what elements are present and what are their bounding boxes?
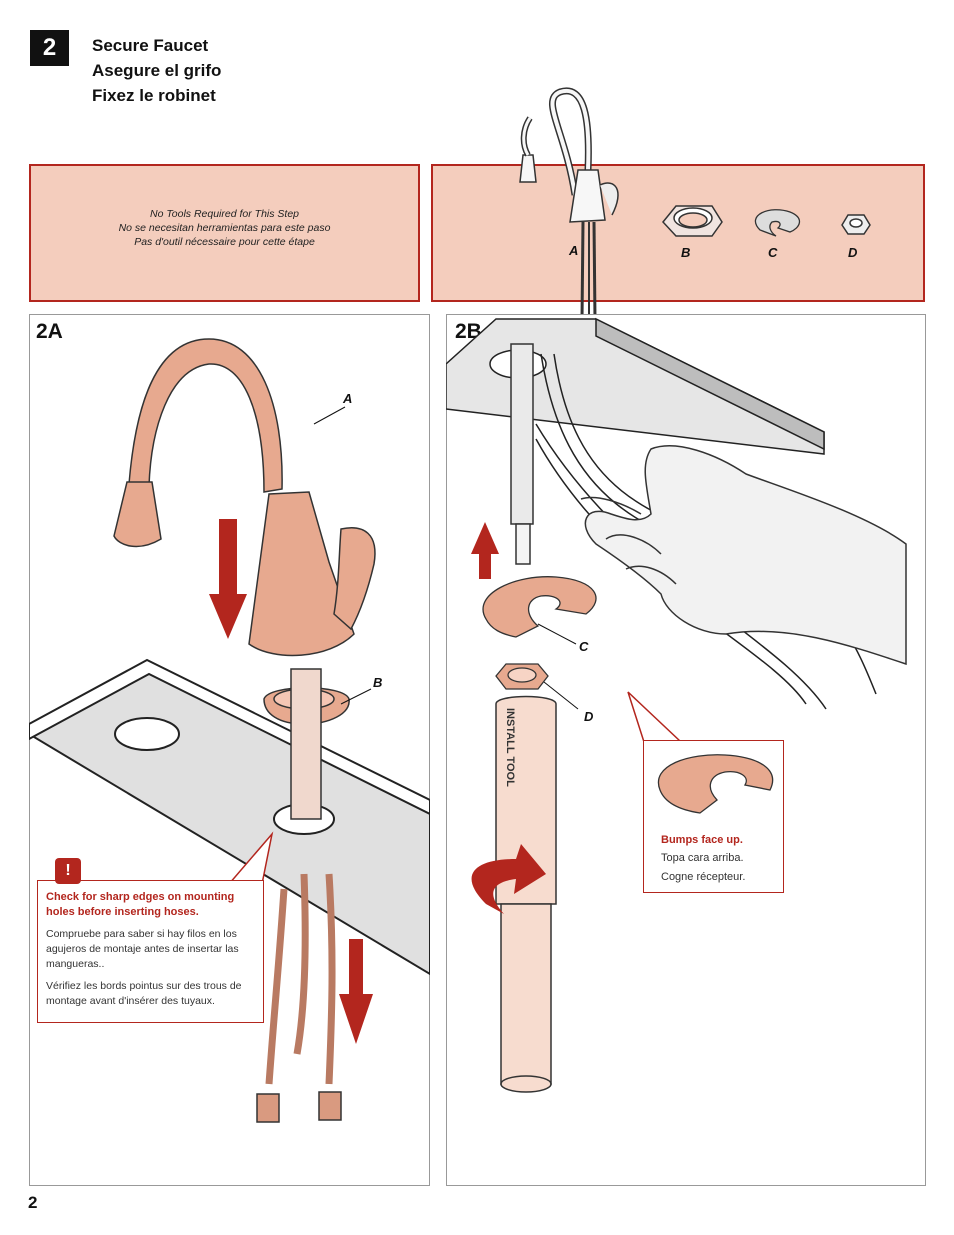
callout-line-b bbox=[340, 688, 372, 705]
warning-french: Vérifiez les bords pointus sur des trous… bbox=[46, 980, 242, 1007]
part-label-a: A bbox=[569, 243, 579, 258]
bracket-part-icon bbox=[754, 209, 801, 237]
panel-2b-illustration bbox=[446, 317, 907, 1093]
callout-line-d bbox=[543, 681, 579, 710]
bracket-graphic bbox=[482, 576, 597, 638]
bumps-bracket-illustration bbox=[657, 754, 774, 814]
faucet-part-icon bbox=[519, 87, 619, 321]
rotate-arrow-icon bbox=[471, 844, 546, 914]
tools-required-box: No Tools Required for This Step No se ne… bbox=[29, 164, 420, 302]
bump-pointer bbox=[627, 691, 683, 743]
faucet-graphic bbox=[113, 338, 376, 1123]
warning-icon: ! bbox=[55, 858, 81, 884]
down-arrow-icon bbox=[209, 519, 247, 639]
bumps-french: Cogne récepteur. bbox=[661, 871, 746, 883]
page-number: 2 bbox=[28, 1193, 38, 1212]
bumps-title: Bumps face up. bbox=[661, 834, 743, 846]
title-english: Secure Faucet bbox=[92, 36, 209, 55]
tools-note-english: No Tools Required for This Step bbox=[149, 208, 300, 220]
mounting-hole-left bbox=[114, 717, 180, 751]
threaded-shank-graphic bbox=[510, 343, 534, 565]
warning-box bbox=[37, 880, 264, 1023]
tools-note-french: Pas d'outil nécessaire pour cette étape bbox=[134, 236, 315, 248]
panel-2a-illustration bbox=[29, 338, 430, 1123]
bumps-spanish: Topa cara arriba. bbox=[661, 852, 744, 864]
warning-title: Check for sharp edges on mounting holes … bbox=[46, 891, 235, 918]
step-number-badge: 2 bbox=[30, 30, 69, 66]
title-spanish: Asegure el grifo bbox=[92, 61, 222, 80]
panel-2a-callout-b: B bbox=[373, 675, 383, 690]
tools-note-spanish: No se necesitan herramientas para este p… bbox=[118, 222, 331, 234]
panel-2b-callout-d: D bbox=[584, 709, 594, 724]
panel-2a-label: 2A bbox=[36, 320, 63, 343]
hand-graphic bbox=[580, 445, 907, 666]
part-label-c: C bbox=[768, 245, 778, 260]
nut-graphic bbox=[495, 663, 549, 690]
title-french: Fixez le robinet bbox=[92, 86, 216, 105]
panel-2a-callout-a: A bbox=[343, 391, 353, 406]
parts-illustration bbox=[519, 87, 871, 321]
down-arrow-icon bbox=[339, 939, 373, 1044]
nut-part-icon bbox=[841, 214, 871, 235]
panel-2b-callout-c: C bbox=[579, 639, 589, 654]
up-arrow-icon bbox=[471, 522, 499, 579]
callout-line-a bbox=[313, 406, 346, 425]
part-label-b: B bbox=[681, 245, 691, 260]
mounting-ring-part-icon bbox=[662, 205, 723, 237]
warning-spanish: Compruebe para saber si hay filos en los… bbox=[46, 928, 239, 970]
install-tool-graphic bbox=[495, 695, 557, 1093]
counter-underside-graphic bbox=[446, 317, 825, 455]
install-tool-text: INSTALL TOOL bbox=[504, 708, 516, 787]
callout-line-c bbox=[537, 623, 577, 645]
part-label-d: D bbox=[848, 245, 858, 260]
